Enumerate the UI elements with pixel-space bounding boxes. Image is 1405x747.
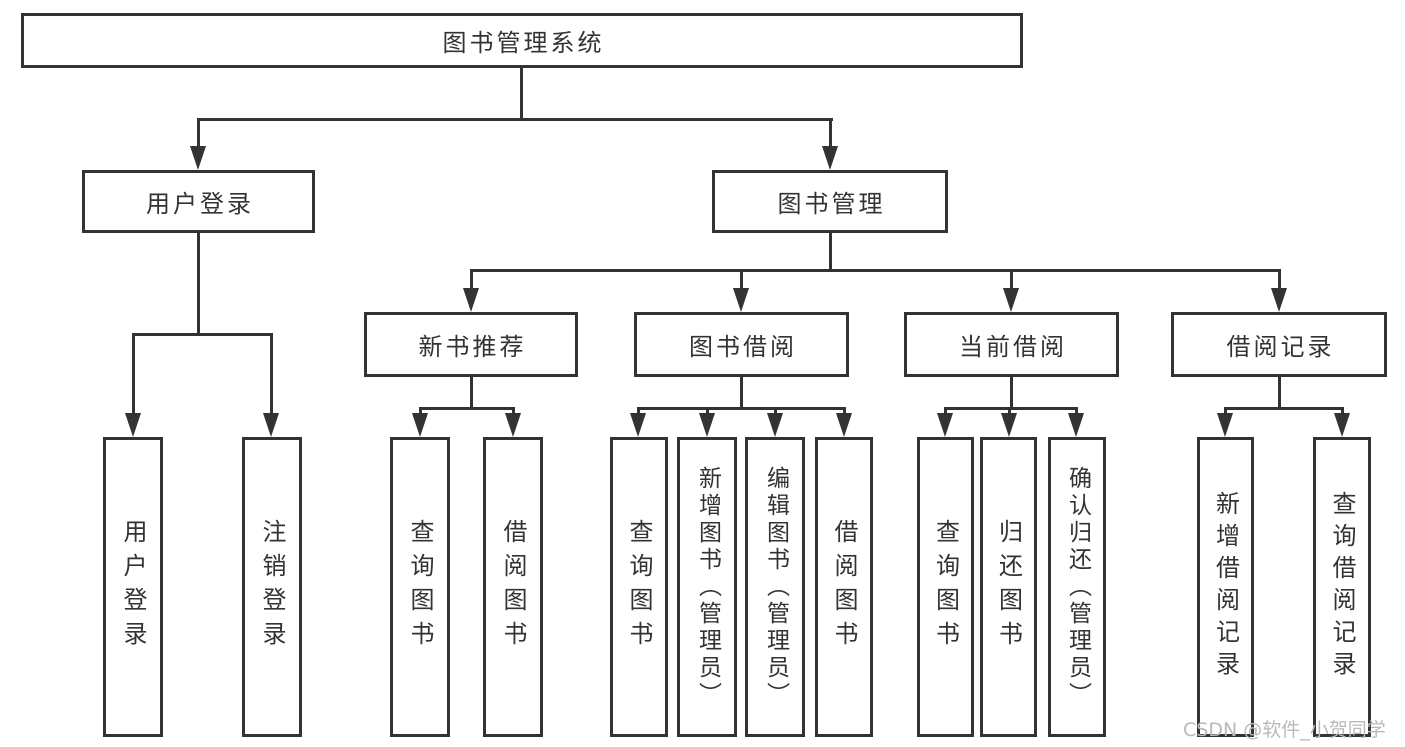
leaf-add-borrow-record: 新增借阅记录 [1197, 437, 1254, 737]
leaf-query-books-current: 查询图书 [917, 437, 974, 737]
leaf-query-borrow-record: 查询借阅记录 [1313, 437, 1371, 737]
node-borrow-records: 借阅记录 [1171, 312, 1387, 377]
connector-leaf-stem [706, 407, 709, 417]
leaf-borrow-books-recommend-label: 借阅图书 [499, 519, 527, 655]
arrowhead-borrow-records [1271, 288, 1287, 312]
leaf-add-books-admin-label: 新增图书（管理员） [694, 465, 721, 709]
leaf-query-books-recommend: 查询图书 [390, 437, 450, 737]
leaf-query-books-borrow-label: 查询图书 [625, 519, 653, 655]
leaf-user-login: 用户登录 [103, 437, 163, 737]
connector-book-borrow-stem [740, 269, 743, 291]
arrowhead-book-management [822, 146, 838, 170]
leaf-user-login-label: 用户登录 [119, 519, 147, 655]
leaf-borrow-books-recommend: 借阅图书 [483, 437, 543, 737]
node-current-borrow-label: 当前借阅 [959, 333, 1067, 361]
connector-user-login-stem [197, 118, 200, 150]
connector-root-stem [520, 68, 523, 120]
node-book-borrow: 图书借阅 [634, 312, 849, 377]
leaf-logout: 注销登录 [242, 437, 302, 737]
leaf-edit-books-admin: 编辑图书（管理员） [745, 437, 805, 737]
arrowhead-leaf-confirm-return [1068, 413, 1084, 437]
leaf-borrow-books: 借阅图书 [815, 437, 873, 737]
arrowhead-user-login [190, 146, 206, 170]
node-root: 图书管理系统 [21, 13, 1023, 68]
connector-leaf-stem [637, 407, 640, 417]
connector-borrow-records-down [1278, 377, 1281, 409]
arrowhead-leaf-return-books [1001, 413, 1017, 437]
arrowhead-leaf-edit-books [767, 413, 783, 437]
connector-current-borrow-group-bar [944, 407, 1078, 410]
leaf-add-borrow-record-label: 新增借阅记录 [1211, 491, 1240, 683]
leaf-return-books: 归还图书 [980, 437, 1037, 737]
connector-book-management-down [829, 233, 832, 272]
leaf-edit-books-admin-label: 编辑图书（管理员） [762, 465, 789, 709]
connector-leaf-stem [1341, 407, 1344, 417]
connector-new-book-group-bar [419, 407, 515, 410]
connector-leaf-logout-stem [270, 333, 273, 415]
connector-level2-bar [470, 269, 1281, 272]
arrowhead-leaf-query-books-current [937, 413, 953, 437]
connector-level1-bar [197, 118, 833, 121]
connector-current-borrow-stem [1010, 269, 1013, 291]
connector-leaf-stem [774, 407, 777, 417]
arrowhead-leaf-logout [263, 413, 279, 437]
connector-book-borrow-down [740, 377, 743, 409]
node-current-borrow: 当前借阅 [904, 312, 1119, 377]
arrowhead-leaf-query-books-recommend [412, 413, 428, 437]
connector-leaf-user-login-stem [132, 333, 135, 415]
node-user-login: 用户登录 [82, 170, 315, 233]
leaf-add-books-admin: 新增图书（管理员） [677, 437, 737, 737]
node-user-login-label: 用户登录 [146, 190, 254, 218]
leaf-query-books-recommend-label: 查询图书 [406, 519, 434, 655]
connector-leaf-stem [1224, 407, 1227, 417]
arrowhead-new-book-recommend [463, 288, 479, 312]
connector-borrow-records-group-bar [1224, 407, 1343, 410]
node-book-management: 图书管理 [712, 170, 948, 233]
connector-borrow-records-stem [1278, 269, 1281, 291]
leaf-logout-label: 注销登录 [258, 519, 286, 655]
connector-current-borrow-down [1010, 377, 1013, 409]
leaf-borrow-books-label: 借阅图书 [830, 519, 858, 655]
arrowhead-current-borrow [1003, 288, 1019, 312]
connector-user-login-down [197, 232, 200, 335]
leaf-return-books-label: 归还图书 [994, 519, 1023, 655]
node-new-book-recommend-label: 新书推荐 [418, 333, 527, 361]
connector-leaf-stem [843, 407, 846, 417]
leaf-query-books-borrow: 查询图书 [610, 437, 668, 737]
connector-leaf-stem [419, 407, 422, 417]
arrowhead-leaf-query-borrow-record [1334, 413, 1350, 437]
connector-user-login-group-bar [132, 333, 273, 336]
connector-new-book-stem [470, 269, 473, 291]
arrowhead-leaf-add-borrow-record [1217, 413, 1233, 437]
arrowhead-leaf-borrow-books [836, 413, 852, 437]
connector-leaf-stem [1075, 407, 1078, 417]
connector-leaf-stem [512, 407, 515, 417]
node-book-management-label: 图书管理 [777, 190, 886, 218]
connector-new-book-down [470, 377, 473, 409]
connector-leaf-stem [1008, 407, 1011, 417]
node-root-label: 图书管理系统 [442, 29, 605, 57]
arrowhead-leaf-add-books [699, 413, 715, 437]
leaf-query-borrow-record-label: 查询借阅记录 [1328, 491, 1356, 683]
arrowhead-leaf-query-books-borrow [630, 413, 646, 437]
leaf-confirm-return-admin-label: 确认归还（管理员） [1064, 465, 1091, 709]
node-borrow-records-label: 借阅记录 [1226, 333, 1335, 361]
node-new-book-recommend: 新书推荐 [364, 312, 578, 377]
connector-book-borrow-group-bar [637, 407, 845, 410]
node-book-borrow-label: 图书借阅 [689, 333, 797, 361]
arrowhead-leaf-borrow-books-recommend [505, 413, 521, 437]
arrowhead-book-borrow [733, 288, 749, 312]
connector-book-management-stem [829, 118, 832, 150]
connector-leaf-stem [944, 407, 947, 417]
leaf-query-books-current-label: 查询图书 [931, 519, 960, 655]
leaf-confirm-return-admin: 确认归还（管理员） [1048, 437, 1106, 737]
watermark: CSDN @软件_小贺同学 [1183, 719, 1386, 741]
arrowhead-leaf-user-login [125, 413, 141, 437]
